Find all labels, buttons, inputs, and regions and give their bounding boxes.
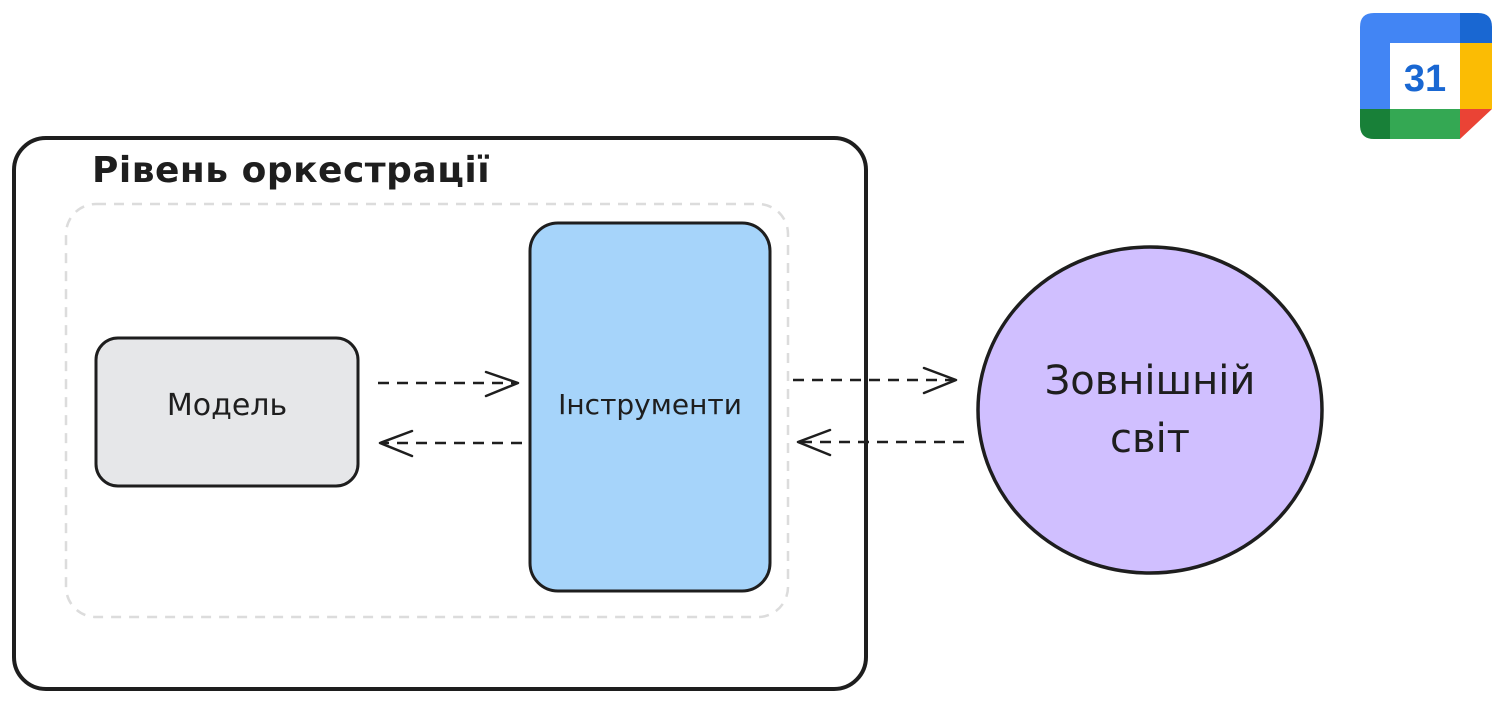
calendar-icon-number: 31 — [1404, 58, 1446, 100]
calendar-icon-bottom-band — [1390, 109, 1460, 139]
calendar-icon-fold — [1460, 109, 1492, 139]
external-world-label: Зовнішній світ — [978, 352, 1322, 468]
external-world-circle — [976, 245, 1324, 575]
arrow-world-to-tools — [796, 428, 964, 457]
external-world-label-line1: Зовнішній — [1044, 358, 1256, 404]
calendar-icon-page — [1390, 43, 1460, 109]
model-box — [94, 336, 360, 488]
tools-label: Інструменти — [558, 388, 742, 421]
arrow-tools-to-world — [793, 366, 958, 395]
google-calendar-icon: 31 — [1360, 13, 1492, 139]
model-label: Модель — [166, 388, 288, 423]
orchestration-layer-title: Рівень оркестрації — [92, 150, 491, 191]
calendar-icon-right-band — [1460, 43, 1492, 109]
calendar-icon-top-right — [1460, 13, 1492, 43]
calendar-icon-bottom-left — [1360, 109, 1390, 139]
calendar-icon-top-band — [1360, 13, 1460, 109]
arrow-model-to-tools — [378, 370, 520, 398]
tools-box — [528, 221, 772, 593]
arrow-tools-to-model — [378, 429, 522, 458]
external-world-label-line2: світ — [1110, 416, 1190, 462]
inner-group-dashed-border — [64, 202, 790, 619]
